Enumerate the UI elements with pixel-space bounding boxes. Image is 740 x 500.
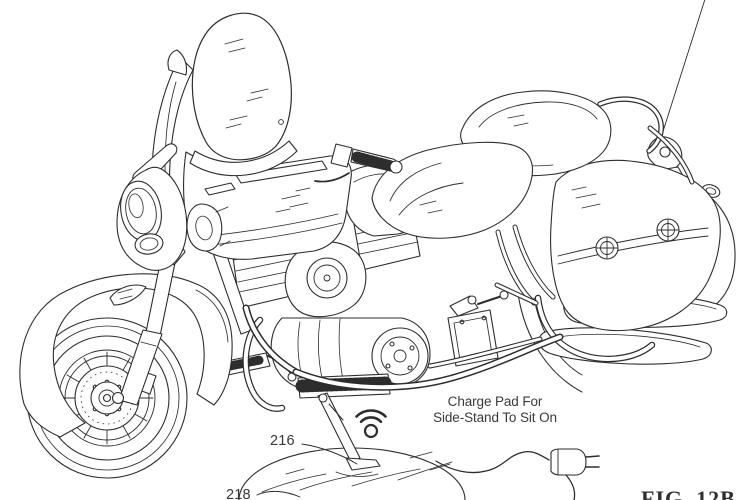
reference-number-218: 218 bbox=[226, 487, 251, 500]
annotation-line-1: Charge Pad For bbox=[447, 394, 543, 409]
rider-seat bbox=[371, 141, 534, 239]
charge-pad-annotation: Charge Pad For Side-Stand To Sit On bbox=[408, 394, 582, 426]
wifi-signal-icon bbox=[355, 409, 387, 439]
windshield bbox=[189, 12, 298, 177]
headlight-mask bbox=[116, 166, 188, 271]
saddlebag bbox=[534, 159, 721, 363]
lower-light bbox=[134, 233, 164, 255]
engine bbox=[211, 211, 564, 412]
spot-lamp bbox=[186, 203, 231, 252]
reference-number-216: 216 bbox=[270, 433, 295, 449]
leader-line-218 bbox=[256, 490, 301, 498]
annotation-line-2: Side-Stand To Sit On bbox=[433, 410, 557, 425]
leader-line-216 bbox=[301, 443, 358, 465]
leader-line-top-right bbox=[658, 0, 706, 145]
power-plug-icon bbox=[435, 448, 600, 500]
side-stand bbox=[317, 392, 381, 471]
front-fender bbox=[19, 273, 233, 438]
figure-caption: FIG. 12B bbox=[641, 486, 736, 500]
rear-frame bbox=[494, 224, 556, 306]
handlebar bbox=[314, 143, 403, 183]
backrest-rack bbox=[597, 96, 695, 185]
